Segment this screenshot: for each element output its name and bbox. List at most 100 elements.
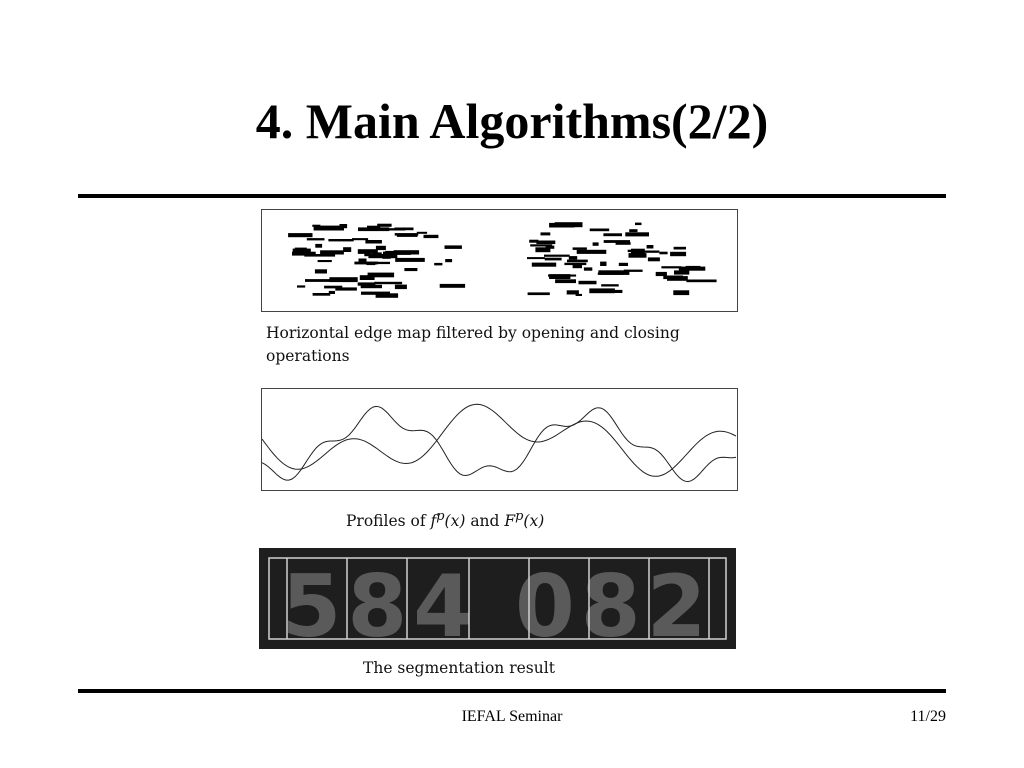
edge-dash — [394, 233, 419, 236]
edge-dash — [374, 281, 403, 285]
edge-map-image — [261, 209, 738, 312]
f-lower: f — [430, 512, 437, 531]
edge-dash — [531, 262, 557, 267]
edge-dash — [536, 240, 556, 245]
edge-dash — [540, 232, 551, 236]
edge-dash — [623, 269, 643, 272]
edge-dash — [575, 293, 582, 296]
edge-dash — [358, 227, 390, 232]
bottom-divider — [78, 689, 946, 693]
f-lower-sup: p — [436, 509, 445, 524]
edge-dash — [292, 251, 316, 256]
edge-dash — [358, 258, 367, 264]
edge-dash — [566, 290, 579, 295]
edge-dash — [375, 245, 386, 251]
edge-dash — [603, 233, 622, 237]
edge-dash — [288, 233, 313, 238]
edge-dash — [367, 272, 395, 278]
edge-dash — [343, 247, 352, 252]
edge-dash — [527, 257, 545, 260]
edge-dash — [673, 246, 686, 250]
edge-dash — [659, 251, 668, 255]
edge-dash — [292, 248, 311, 254]
edge-dash — [416, 231, 428, 234]
profiles-plot-image — [261, 388, 738, 491]
f-upper: F — [504, 512, 516, 531]
edge-dash — [600, 261, 607, 266]
edge-dash — [549, 222, 575, 228]
edge-dash — [361, 291, 390, 295]
edge-dash — [572, 247, 587, 250]
edge-dash — [527, 292, 550, 296]
edge-dash — [377, 223, 392, 227]
edge-dash — [305, 279, 335, 282]
edge-dash — [578, 280, 597, 285]
profiles-caption: Profiles of fp(x) and Fp(x) — [346, 505, 544, 533]
edge-dash — [445, 259, 453, 263]
edge-dash — [359, 275, 375, 280]
edge-dash — [589, 228, 610, 232]
edge-dash — [328, 239, 354, 242]
edge-dash — [535, 247, 551, 253]
slide-title: 4. Main Algorithms(2/2) — [255, 93, 769, 149]
edge-dash — [576, 249, 607, 254]
edge-dash — [629, 229, 638, 233]
edge-dash — [601, 284, 619, 287]
edge-dash — [364, 251, 371, 257]
edge-dash — [317, 260, 332, 263]
edge-dash — [592, 242, 599, 246]
edge-dash — [365, 240, 382, 244]
f-upper-arg: (x) — [523, 512, 545, 531]
edge-dash — [603, 240, 630, 243]
f-upper-sup: p — [515, 509, 524, 524]
edge-dash — [674, 270, 690, 275]
segmentation-image: 584 082 — [259, 548, 736, 649]
segmentation-frame — [268, 557, 727, 640]
edge-dash — [404, 268, 418, 272]
f-lower-arg: (x) — [444, 512, 466, 531]
edge-dash — [439, 283, 466, 288]
edge-dash — [530, 244, 553, 247]
edge-dash — [661, 266, 682, 269]
edge-dash — [686, 279, 717, 283]
edge-dash — [670, 251, 687, 257]
edge-dash — [544, 257, 562, 261]
footer-page-number: 11/29 — [910, 708, 946, 725]
edge-dash — [368, 254, 398, 259]
edge-dash — [549, 274, 571, 279]
edge-dash — [313, 225, 344, 231]
edge-dash — [312, 293, 331, 296]
edge-dash — [357, 282, 376, 286]
edge-dash — [395, 257, 425, 262]
segmentation-digits: 584 082 — [282, 557, 713, 649]
footer-seminar: IEFAL Seminar — [461, 708, 563, 725]
edge-dash — [360, 261, 390, 265]
edge-dash — [646, 245, 654, 249]
edge-dash — [631, 250, 660, 253]
edge-dash — [339, 224, 348, 229]
edge-dash — [544, 254, 570, 257]
edge-dash — [297, 285, 306, 288]
profile-curve-lower — [262, 403, 737, 477]
edge-dash — [375, 293, 399, 298]
edge-dash — [434, 262, 443, 266]
edge-dash — [567, 259, 588, 263]
top-divider — [78, 194, 946, 198]
edge-dash — [306, 238, 325, 241]
edge-dash — [647, 257, 660, 262]
edge-dash — [329, 277, 358, 283]
edge-dash — [615, 242, 631, 245]
edge-dash — [589, 288, 615, 294]
edge-dash — [685, 265, 701, 269]
edge-dash — [444, 245, 462, 249]
edge-dash — [352, 238, 369, 241]
edge-dash — [328, 290, 335, 294]
edge-dash — [667, 276, 688, 281]
edge-dash — [655, 271, 667, 277]
profile-curve-upper — [262, 405, 737, 483]
edge-dash — [315, 243, 323, 248]
edge-dash — [545, 245, 555, 249]
edge-map-caption: Horizontal edge map filtered by opening … — [266, 324, 680, 365]
edge-dash — [618, 262, 628, 266]
profiles-caption-and: and — [465, 512, 505, 531]
